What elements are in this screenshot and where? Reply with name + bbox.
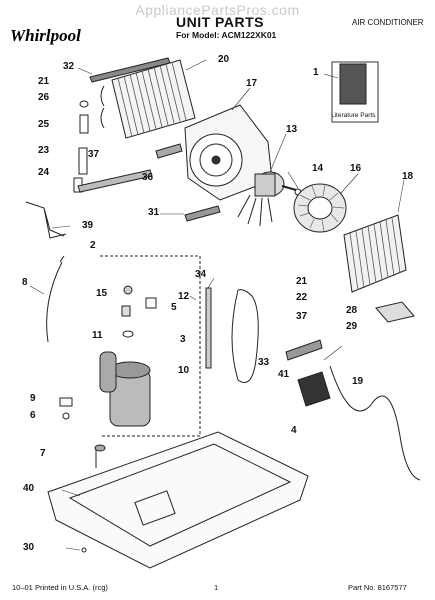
fan-shroud-shape [184, 104, 273, 201]
callout-22: 22 [296, 292, 308, 303]
callout-9: 9 [30, 393, 36, 404]
blower-wheel-shape [293, 183, 347, 233]
model-number: For Model: ACM122XK01 [176, 30, 277, 40]
condenser-coil-shape [100, 59, 196, 139]
literature-booklet-shape [339, 63, 367, 105]
callout-30: 30 [23, 542, 35, 553]
callout-16: 16 [350, 163, 362, 174]
callout-4: 4 [291, 425, 297, 436]
callout-41: 41 [278, 369, 290, 380]
callout-10: 10 [178, 365, 190, 376]
callout-6: 6 [30, 410, 36, 421]
callout-5: 5 [171, 302, 177, 313]
callout-12: 12 [178, 291, 190, 302]
base-pan-shape [47, 431, 309, 569]
callout-3: 3 [180, 334, 186, 345]
product-category: AIR CONDITIONER [352, 18, 424, 27]
callout-17: 17 [246, 78, 258, 89]
callout-7: 7 [40, 448, 46, 459]
callout-8: 8 [22, 277, 28, 288]
footer-part-number: Part No. 8167577 [348, 583, 407, 592]
brand-logo: Whirlpool [10, 26, 81, 45]
callout-18: 18 [402, 171, 414, 182]
callout-23: 23 [38, 145, 50, 156]
callout-28: 28 [346, 305, 358, 316]
callout-13: 13 [286, 124, 298, 135]
callout-31: 31 [148, 207, 160, 218]
callout-37-lower: 37 [296, 311, 308, 322]
callout-40: 40 [23, 483, 35, 494]
fan-motor-shape [237, 171, 297, 227]
evaporator-coil-shape [343, 214, 407, 293]
literature-parts-label: Literature Parts [331, 112, 376, 119]
callout-1: 1 [313, 67, 319, 78]
callout-34: 34 [195, 269, 207, 280]
watermark-text: AppliancePartsPros.com [135, 2, 300, 18]
callout-32: 32 [63, 61, 75, 72]
callout-24: 24 [38, 167, 50, 178]
callout-19: 19 [352, 376, 364, 387]
callout-37: 37 [88, 149, 100, 160]
callout-25: 25 [38, 119, 50, 130]
callout-11: 11 [92, 330, 103, 341]
footer-printed: 10–01 Printed in U.S.A. (rcg) [12, 583, 108, 592]
callout-15: 15 [96, 288, 108, 299]
callout-26: 26 [38, 92, 50, 103]
callout-39: 39 [82, 220, 94, 231]
callout-20: 20 [218, 54, 230, 65]
callout-14: 14 [312, 163, 324, 174]
callout-2: 2 [90, 240, 96, 251]
footer-page-number: 1 [214, 583, 219, 592]
page-title: UNIT PARTS [176, 14, 264, 30]
callout-29: 29 [346, 321, 358, 332]
callout-33: 33 [258, 357, 270, 368]
callout-36: 36 [142, 172, 154, 183]
compressor-shape [99, 351, 151, 427]
callout-21-lower: 21 [296, 276, 308, 287]
callout-21: 21 [38, 76, 50, 87]
